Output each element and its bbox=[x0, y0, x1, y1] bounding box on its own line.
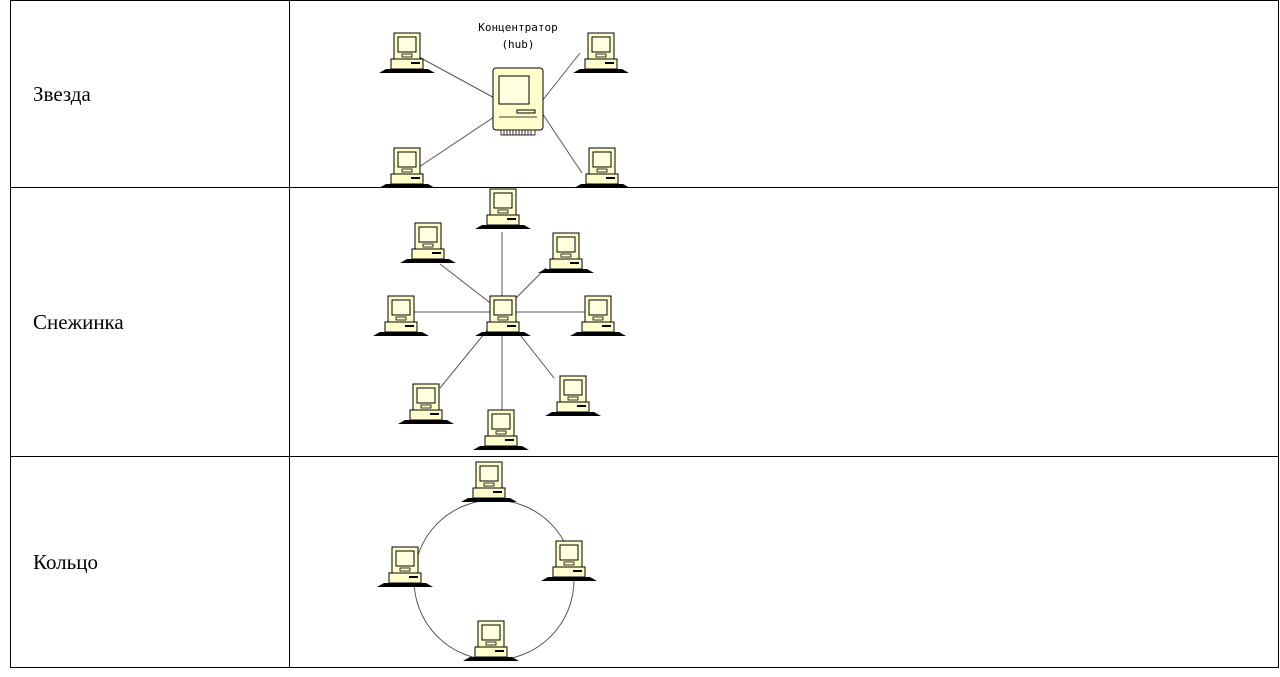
snowflake-topology-diagram bbox=[372, 188, 627, 451]
computer-icon bbox=[378, 147, 436, 189]
computer-icon bbox=[399, 222, 457, 264]
network-link bbox=[541, 52, 581, 102]
computer-icon bbox=[474, 188, 532, 230]
computer-icon bbox=[537, 232, 595, 274]
computer-icon bbox=[397, 383, 455, 425]
computer-icon bbox=[573, 147, 631, 189]
hub-icon bbox=[492, 67, 544, 136]
topology-table: Звезда Концентратор (hub) Снежинка bbox=[10, 0, 1279, 668]
hub-label-sub: (hub) bbox=[501, 38, 534, 51]
ring-diagram-cell bbox=[289, 456, 1279, 668]
network-link bbox=[541, 112, 583, 174]
topology-name-snowflake: Снежинка bbox=[10, 187, 290, 457]
computer-icon bbox=[569, 295, 627, 337]
topology-name-star: Звезда bbox=[10, 0, 290, 188]
table-row: Звезда Концентратор (hub) bbox=[10, 0, 1279, 189]
computer-icon bbox=[462, 620, 520, 662]
computer-icon bbox=[474, 295, 532, 337]
snowflake-diagram-cell bbox=[289, 187, 1279, 457]
table-row: Снежинка bbox=[10, 187, 1279, 457]
star-diagram-cell: Концентратор (hub) bbox=[289, 0, 1279, 189]
star-topology-diagram: Концентратор (hub) bbox=[378, 21, 631, 189]
computer-icon bbox=[572, 32, 630, 74]
network-link bbox=[409, 112, 501, 174]
hub-label: Концентратор bbox=[478, 21, 557, 34]
topology-name-ring: Кольцо bbox=[10, 456, 290, 668]
computer-icon bbox=[460, 461, 518, 503]
computer-icon bbox=[372, 295, 430, 337]
ring-topology-diagram bbox=[376, 461, 598, 662]
table-row: Кольцо bbox=[10, 456, 1279, 668]
computer-icon bbox=[544, 375, 602, 417]
computer-icon bbox=[378, 32, 436, 74]
computer-icon bbox=[376, 546, 434, 588]
computer-icon bbox=[540, 540, 598, 582]
computer-icon bbox=[472, 409, 530, 451]
